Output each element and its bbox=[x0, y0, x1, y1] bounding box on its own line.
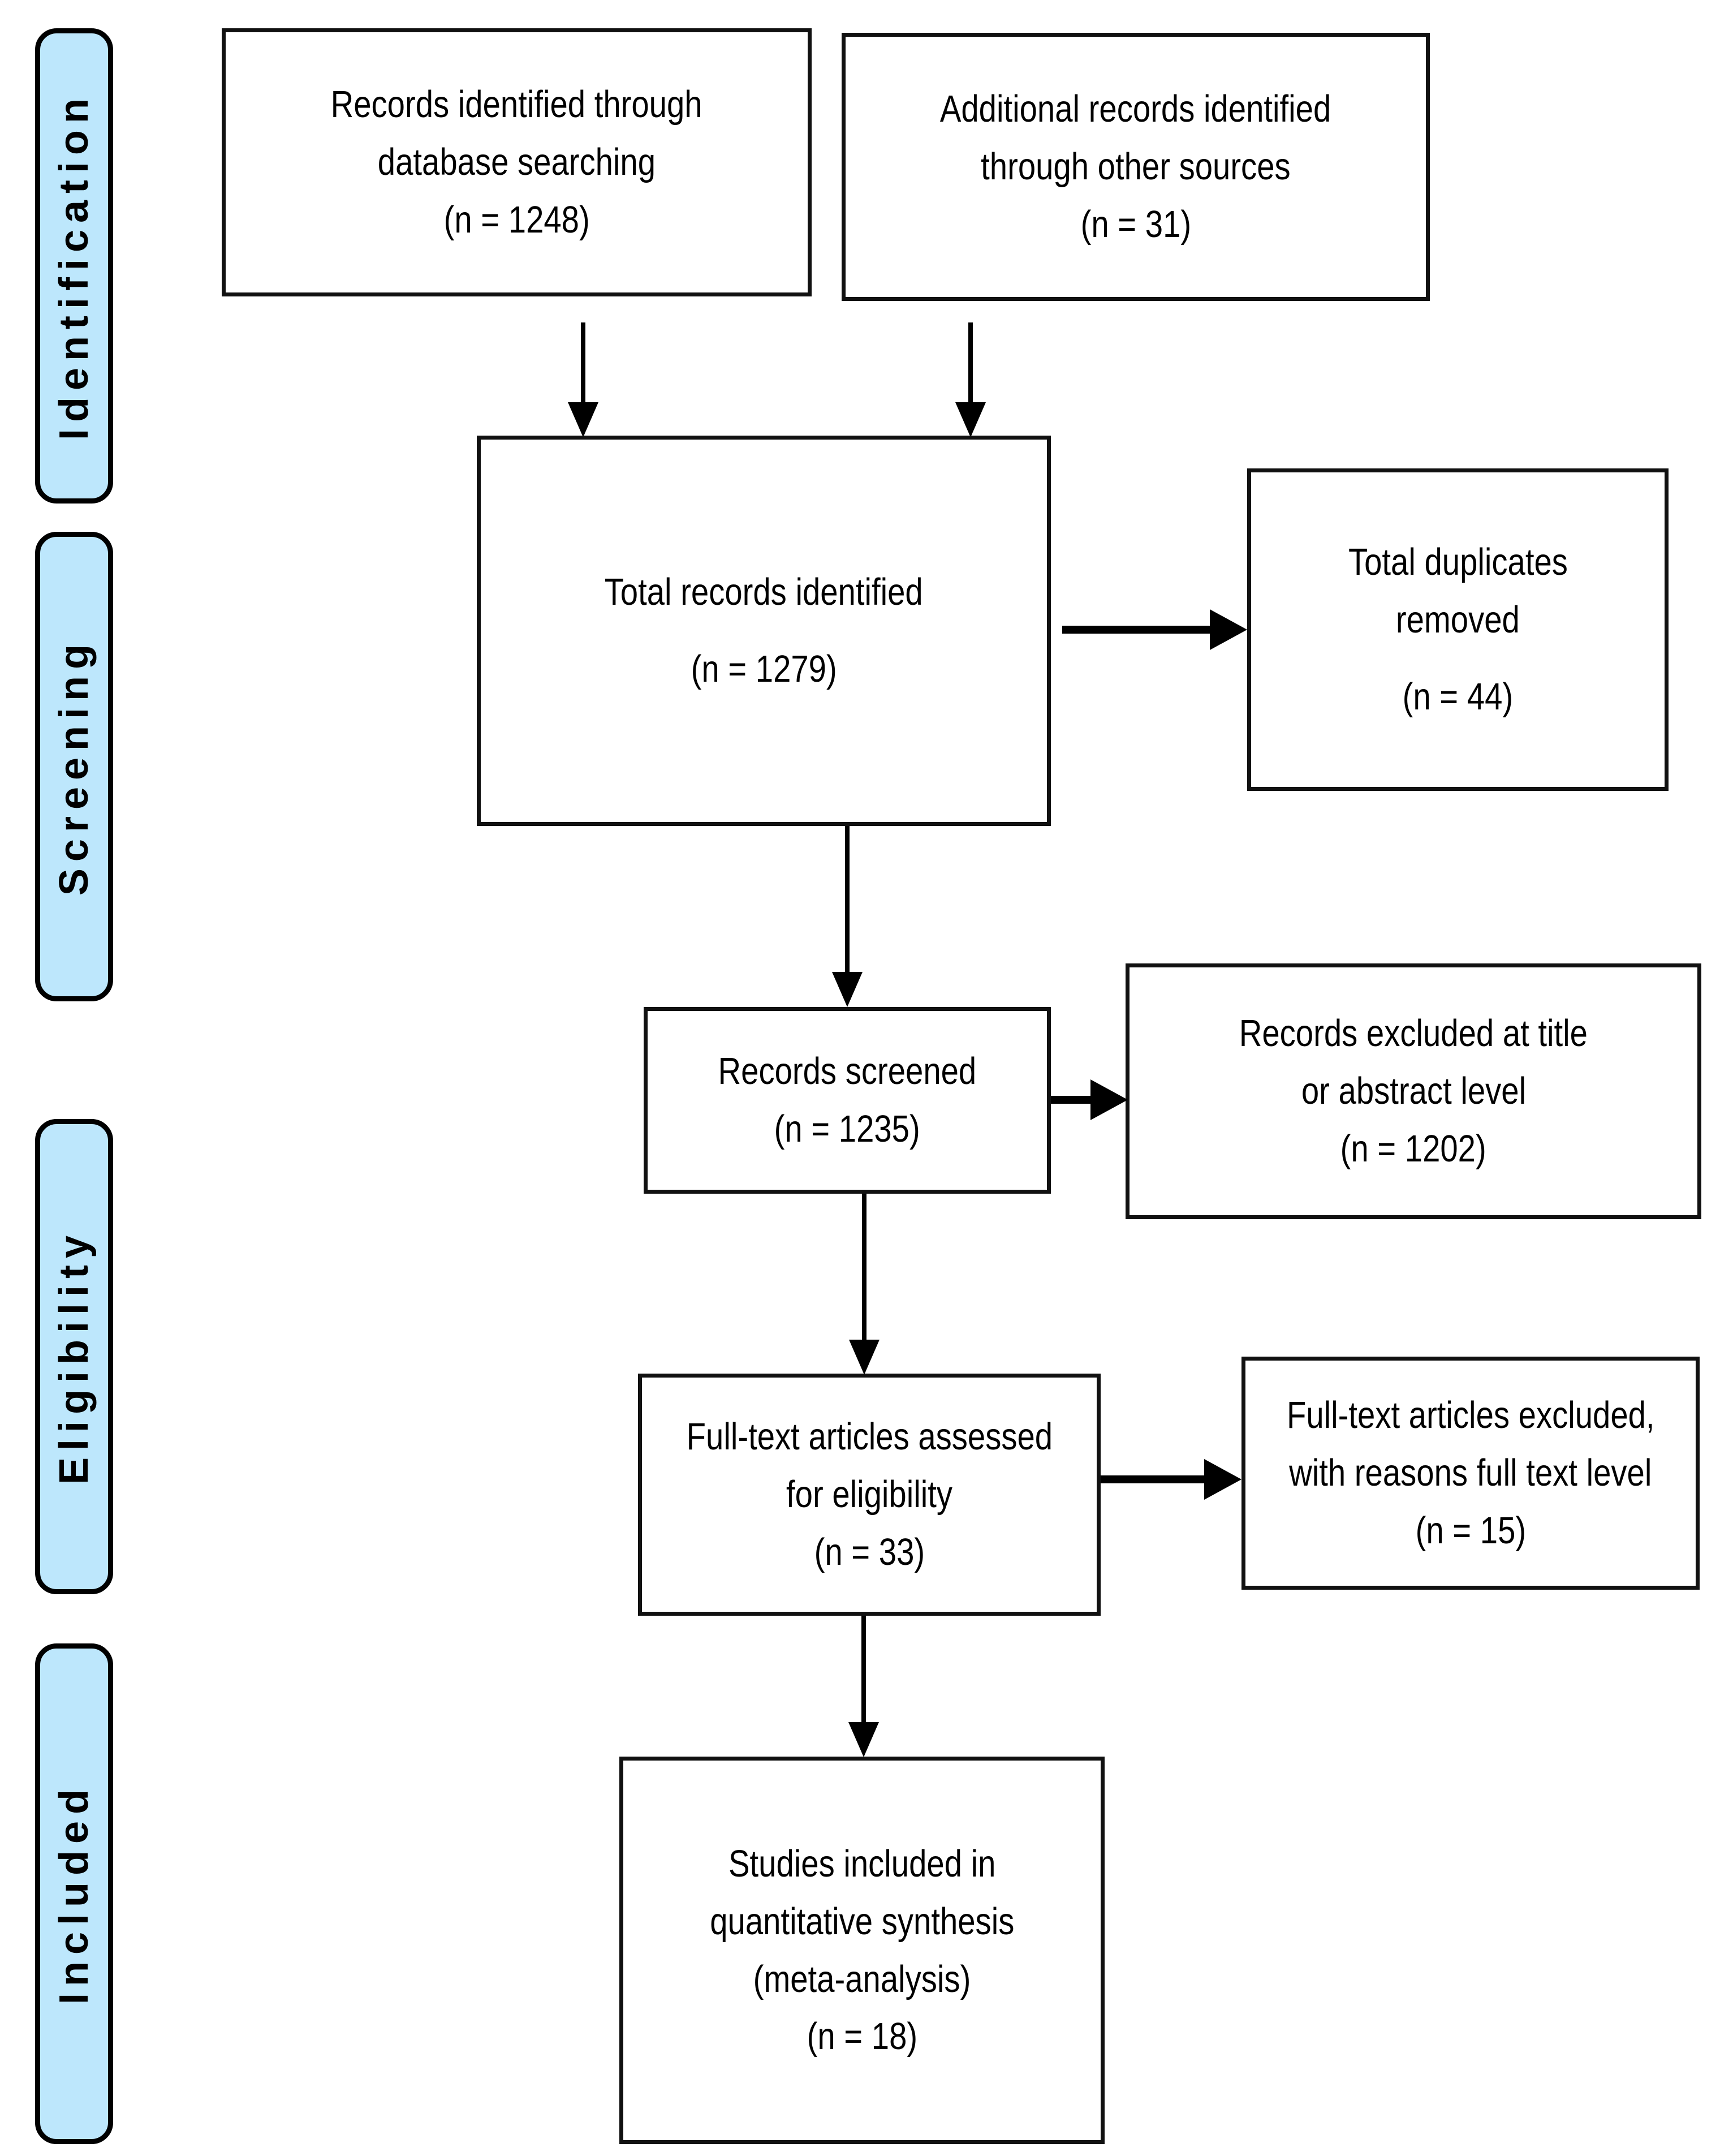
box-records-excluded: Records excluded at title or abstract le… bbox=[1126, 963, 1701, 1219]
box-database-search-line2: database searching bbox=[377, 141, 656, 184]
box-records-excluded-count: (n = 1202) bbox=[1340, 1127, 1487, 1170]
box-other-sources-count: (n = 31) bbox=[1080, 203, 1191, 246]
box-database-search-count: (n = 1248) bbox=[443, 198, 590, 241]
box-other-sources-line2: through other sources bbox=[981, 145, 1291, 188]
box-fulltext-assessed-line2: for eligibility bbox=[786, 1473, 953, 1516]
box-other-sources-line1: Additional records identified bbox=[940, 88, 1331, 131]
box-records-screened: Records screened (n = 1235) bbox=[644, 1007, 1051, 1194]
box-total-identified: Total records identified (n = 1279) bbox=[477, 436, 1051, 826]
stage-bar-identification: Identification bbox=[35, 28, 113, 504]
box-records-excluded-line1: Records excluded at title bbox=[1239, 1012, 1588, 1055]
box-studies-included-line3: (meta-analysis) bbox=[753, 1957, 971, 2000]
box-total-identified-count: (n = 1279) bbox=[691, 648, 837, 690]
box-duplicates-removed-line1: Total duplicates bbox=[1348, 541, 1568, 584]
stage-bar-screening: Screening bbox=[35, 532, 113, 1001]
box-fulltext-excluded-line1: Full-text articles excluded, bbox=[1286, 1394, 1655, 1437]
box-studies-included-line2: quantitative synthesis bbox=[709, 1900, 1015, 1943]
stage-bar-included: Included bbox=[35, 1643, 113, 2144]
box-duplicates-removed-count: (n = 44) bbox=[1402, 675, 1514, 718]
box-fulltext-excluded-count: (n = 15) bbox=[1415, 1509, 1526, 1552]
box-database-search: Records identified through database sear… bbox=[222, 28, 812, 296]
box-fulltext-assessed-count: (n = 33) bbox=[814, 1530, 925, 1573]
box-total-identified-line1: Total records identified bbox=[604, 571, 924, 614]
box-duplicates-removed-line2: removed bbox=[1396, 599, 1520, 642]
box-fulltext-excluded: Full-text articles excluded, with reason… bbox=[1241, 1357, 1700, 1590]
box-studies-included-count: (n = 18) bbox=[807, 2015, 917, 2058]
stage-label-identification: Identification bbox=[51, 92, 97, 440]
box-duplicates-removed: Total duplicates removed (n = 44) bbox=[1247, 468, 1669, 791]
box-records-excluded-line2: or abstract level bbox=[1301, 1070, 1526, 1113]
box-fulltext-assessed-line1: Full-text articles assessed bbox=[686, 1415, 1053, 1458]
stage-label-included: Included bbox=[51, 1783, 97, 2005]
stage-bar-eligibility: Eligibility bbox=[35, 1119, 113, 1594]
box-records-screened-line1: Records screened bbox=[718, 1050, 977, 1093]
stage-label-screening: Screening bbox=[51, 637, 97, 896]
stage-label-eligibility: Eligibility bbox=[51, 1228, 97, 1485]
box-other-sources: Additional records identified through ot… bbox=[842, 33, 1430, 301]
box-studies-included-line1: Studies included in bbox=[728, 1842, 996, 1885]
box-fulltext-excluded-line2: with reasons full text level bbox=[1289, 1452, 1652, 1495]
box-records-screened-count: (n = 1235) bbox=[774, 1108, 921, 1150]
box-database-search-line1: Records identified through bbox=[330, 83, 703, 126]
box-fulltext-assessed: Full-text articles assessed for eligibil… bbox=[638, 1374, 1101, 1616]
box-studies-included: Studies included in quantitative synthes… bbox=[619, 1757, 1105, 2144]
